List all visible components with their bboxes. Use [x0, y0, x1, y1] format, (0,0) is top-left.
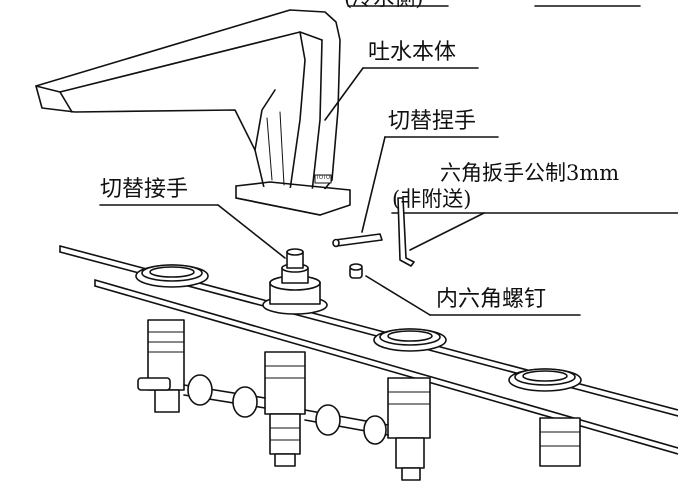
valve-center [264, 351, 306, 467]
connecting-hoses [183, 374, 389, 445]
hex-wrench [397, 197, 415, 267]
valve-left [137, 319, 185, 413]
spout-body-drawing [35, 9, 351, 216]
hex-socket-screw-label: 内六角螺钉 [436, 287, 547, 312]
switch-handle-rod [332, 233, 383, 248]
switch-connector-assembly [262, 248, 328, 315]
switch-handle-label: 切替捏手 [388, 109, 477, 134]
outlet-pipe-right [539, 417, 581, 467]
switch-connector-label: 切替接手 [100, 177, 189, 202]
hex-wrench-label-line2: (非附送) [392, 187, 472, 211]
spout-badge-logo: TOTO [316, 175, 330, 181]
hex-wrench-label-line1: 六角扳手公制3mm [440, 161, 620, 185]
top-partial-label: (冷水側) [344, 0, 423, 9]
spout-body-label: 吐水本体 [368, 40, 457, 65]
deck-ring-2 [373, 328, 447, 352]
deck-ring-3 [508, 368, 582, 392]
leader-lines [99, 67, 678, 316]
valve-right [387, 377, 431, 481]
hex-socket-screw [349, 263, 363, 279]
deck-ring-1 [135, 264, 209, 288]
